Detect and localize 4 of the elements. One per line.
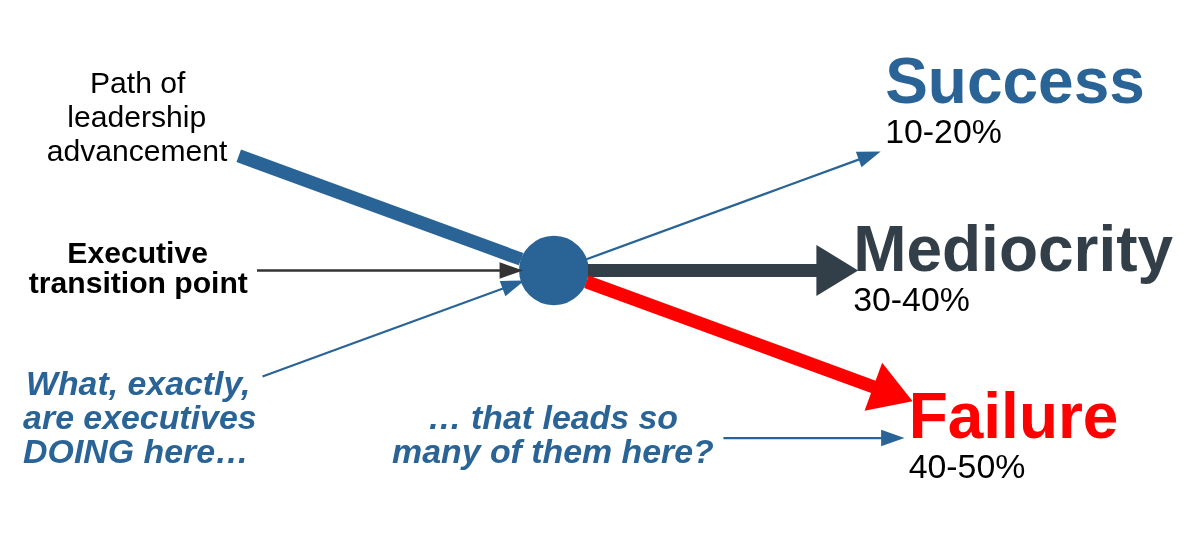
- node-text: Executive transition point: [28, 235, 248, 299]
- node-text: What, exactly, are executives DOING here…: [23, 363, 257, 470]
- node-text: … that leads so many of them here?: [392, 397, 714, 470]
- node-text: Path of leadership advancement: [46, 65, 228, 167]
